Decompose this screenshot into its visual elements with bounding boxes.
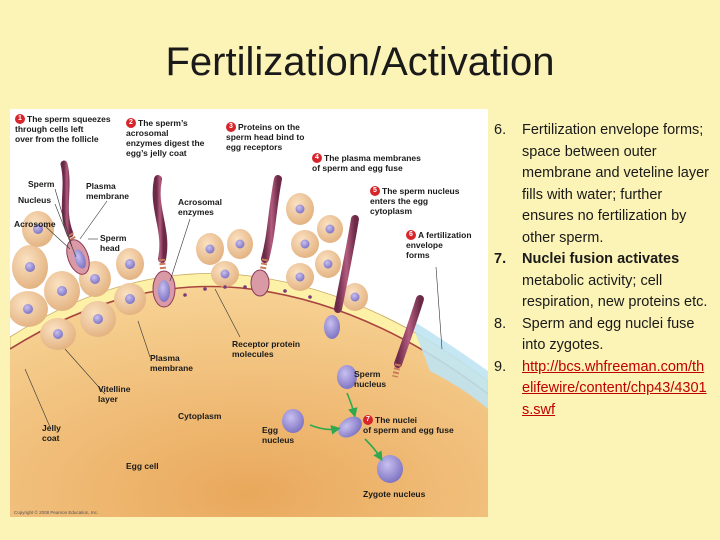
- zygote-nucleus-shape: [377, 455, 403, 483]
- egg-cytoplasm: [10, 286, 488, 517]
- label-receptor-proteins: Receptor protein molecules: [232, 339, 301, 359]
- note-8: 8. Sperm and egg nuclei fuse into zygote…: [494, 314, 710, 357]
- sperm-2: [152, 175, 176, 308]
- label-zygote-nucleus: Zygote nucleus: [363, 489, 426, 499]
- label-acrosomal-enzymes: Acrosomal enzymes: [178, 197, 222, 217]
- label-sperm-nucleus: Sperm nucleus: [354, 369, 387, 389]
- step-1-badge: 1: [15, 114, 25, 124]
- sperm-4: [324, 215, 359, 339]
- leader-lines: [24, 188, 443, 428]
- note-7-number: 7.: [494, 251, 507, 267]
- label-egg-cell: Egg cell: [126, 461, 159, 471]
- process-arrows: [309, 392, 383, 462]
- note-6-text: Fertilization envelope forms; space betw…: [522, 122, 709, 246]
- step-7-badge: 7: [363, 415, 373, 425]
- note-9-number: 9.: [494, 358, 507, 375]
- note-7: 7. Nuclei fusion activates metabolic act…: [494, 249, 710, 314]
- sperm-nucleus-shape: [337, 365, 357, 389]
- label-cytoplasm: Cytoplasm: [178, 411, 222, 421]
- note-9: 9. http://bcs.whfreeman.com/thelifewire/…: [494, 357, 710, 422]
- sperm-6: [392, 295, 424, 378]
- label-sperm-plasma-membrane: Plasma membrane: [86, 181, 129, 201]
- label-sperm: Sperm: [28, 179, 55, 189]
- note-6-number: 6.: [494, 122, 507, 138]
- label-vitelline-layer: Vitelline layer: [98, 384, 131, 404]
- diagram-illustration: [10, 160, 488, 517]
- label-jelly-coat: Jelly coat: [42, 423, 61, 443]
- label-egg-plasma-membrane: Plasma membrane: [150, 353, 193, 373]
- step-4-badge: 4: [312, 153, 322, 163]
- step-6-badge: 6: [406, 230, 416, 240]
- note-7-lead: Nuclei fusion activates: [522, 251, 680, 267]
- note-8-number: 8.: [494, 315, 507, 332]
- note-7-text: metabolic activity; cell respiration, ne…: [522, 272, 708, 311]
- follicle-nuclei: [23, 204, 360, 339]
- label-egg-nucleus: Egg nucleus: [262, 425, 295, 445]
- fusing-nuclei-shape: [338, 416, 362, 438]
- notes-list: 6. Fertilization envelope forms; space b…: [494, 120, 710, 421]
- label-acrosome: Acrosome: [14, 219, 56, 229]
- receptor-proteins: [183, 285, 312, 299]
- fertilization-envelope: [410, 319, 488, 409]
- slide-title: Fertilization/Activation: [165, 40, 555, 84]
- animation-link[interactable]: http://bcs.whfreeman.com/thelifewire/con…: [522, 358, 707, 418]
- note-8-text: Sperm and egg nuclei fuse into zygotes.: [522, 315, 695, 354]
- step-2-badge: 2: [126, 118, 136, 128]
- note-6: 6. Fertilization envelope forms; space b…: [494, 120, 710, 249]
- copyright-notice: Copyright © 2008 Pearson Education, Inc.: [14, 510, 99, 515]
- label-sperm-head: Sperm head: [100, 233, 127, 253]
- sperm-3: [250, 175, 282, 297]
- egg-nucleus-shape: [282, 409, 304, 433]
- step-3-badge: 3: [226, 122, 236, 132]
- label-nucleus: Nucleus: [18, 195, 52, 205]
- step-5-badge: 5: [370, 186, 380, 196]
